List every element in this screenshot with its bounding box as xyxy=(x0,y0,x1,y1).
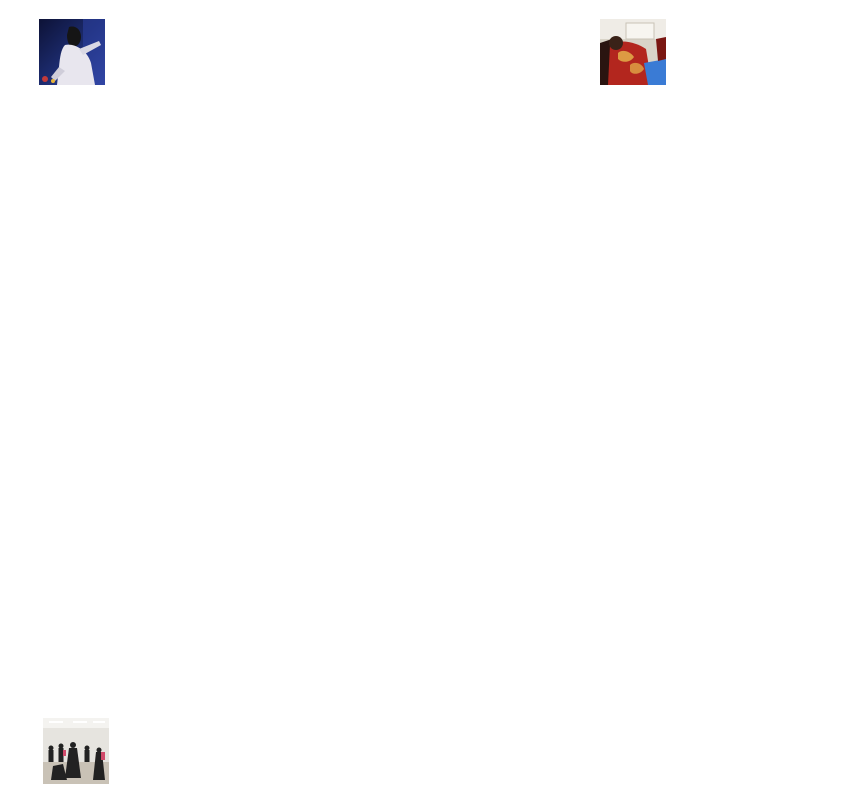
stage-performer-image xyxy=(39,19,105,85)
thumbnail-dance-studio[interactable] xyxy=(43,718,109,784)
thumbnail-stage-performer[interactable] xyxy=(39,19,105,85)
thumbnail-red-costume[interactable] xyxy=(600,19,666,85)
dance-studio-image xyxy=(43,718,109,784)
red-costume-image xyxy=(600,19,666,85)
